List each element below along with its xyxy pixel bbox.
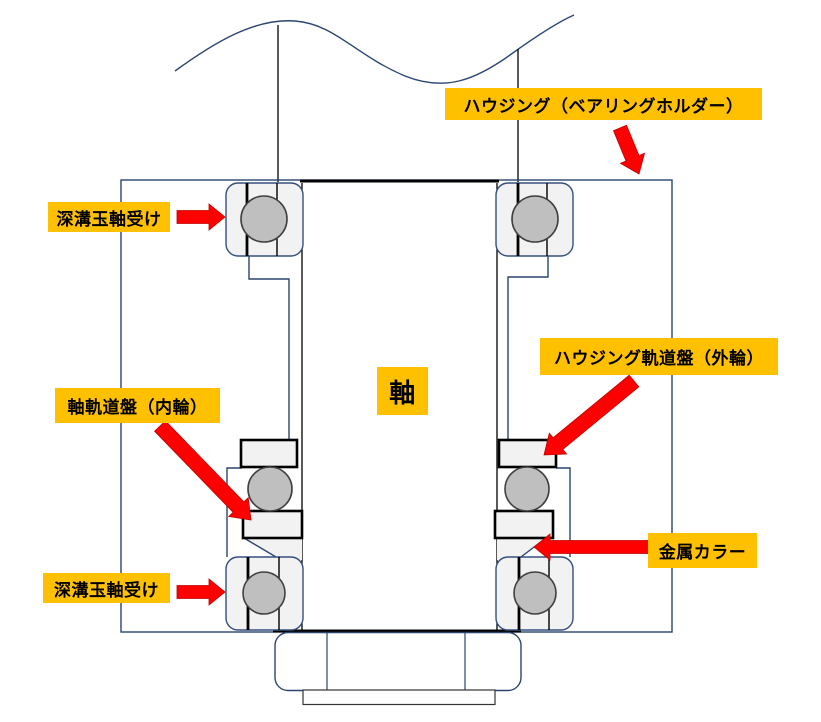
bore-step-lower-left — [226, 467, 242, 557]
shaft-nut-body — [274, 631, 522, 692]
ball-middle-right — [504, 466, 550, 512]
outer-ring-arrow — [543, 374, 640, 456]
outer-ring-raceway-left — [239, 438, 299, 469]
metal-collar-label: 金属カラー — [648, 533, 757, 568]
shaft-break-line — [174, 14, 575, 84]
shaft-end-stub — [302, 689, 496, 706]
deep-groove-top-arrow — [176, 203, 226, 231]
shaft-label: 軸 — [377, 367, 428, 415]
bore-step-upper-left — [248, 256, 290, 440]
ball-top-right — [511, 195, 559, 243]
ball-top-left — [240, 195, 288, 243]
metal-collar-arrow — [533, 533, 651, 561]
metal-collar-left-fill — [244, 538, 302, 560]
inner-ring-arrow — [154, 420, 252, 521]
deep-groove-bottom-label: 深溝玉軸受け — [43, 573, 170, 603]
deep-groove-bottom-arrow — [176, 578, 226, 606]
ball-bottom-left — [242, 571, 286, 615]
deep-groove-top-label: 深溝玉軸受け — [48, 202, 170, 232]
inner-ring-raceway-left — [241, 509, 304, 540]
housing-arrow — [612, 124, 646, 175]
bore-step-upper-right — [507, 256, 549, 440]
outer-ring-label: ハウジング軌道盤（外輪） — [540, 338, 778, 375]
inner-ring-raceway-right — [493, 509, 555, 540]
housing-label: ハウジング（ベアリングホルダー） — [445, 88, 762, 120]
bore-step-lower-right — [556, 467, 571, 557]
ball-middle-left — [247, 466, 293, 512]
metal-collar-right-fill — [497, 538, 546, 560]
inner-ring-label: 軸軌道盤（内輪） — [55, 388, 220, 423]
ball-bottom-right — [513, 571, 557, 615]
